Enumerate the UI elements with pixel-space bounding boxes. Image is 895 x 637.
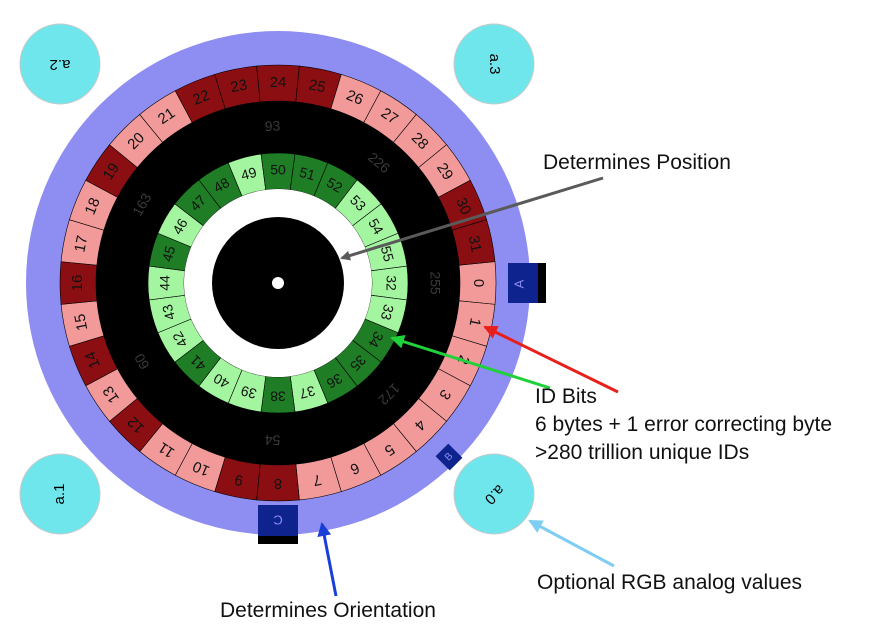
position-arrow [340, 176, 604, 261]
black-band-value-60: 60 [131, 351, 153, 373]
black-band-value-54: 54 [264, 432, 280, 449]
notch-bottom-right: B [435, 443, 463, 471]
outer-bit-label-19: 19 [100, 160, 123, 183]
outer-bit-label-31: 31 [465, 234, 485, 254]
outer-bit-label-21: 21 [155, 105, 178, 128]
inner-bit-label-38: 38 [270, 388, 286, 404]
id-bits-bytes-text: 6 bytes + 1 error correcting byte [535, 413, 833, 436]
inner-bit-label-54: 54 [365, 216, 387, 238]
outer-bit-label-13: 13 [100, 383, 123, 406]
id-bits-red-arrow [483, 325, 619, 394]
inner-bit-label-55: 55 [378, 244, 398, 263]
corner-label-bottom-left: a.1 [51, 484, 68, 505]
inner-bit-label-32: 32 [383, 275, 399, 291]
orientation-arrow [317, 522, 338, 597]
outer-bit-label-23: 23 [229, 76, 249, 96]
outer-bit-label-27: 27 [378, 105, 401, 128]
inner-bit-label-36: 36 [324, 370, 346, 392]
notch-right: A [508, 263, 546, 303]
notch-label-bottom: C [273, 513, 282, 528]
inner-bit-label-33: 33 [378, 303, 398, 322]
outer-bit-label-0: 0 [470, 279, 487, 287]
notch-label-right: A [511, 279, 526, 288]
outer-bit-label-29: 29 [433, 160, 456, 183]
notch-bottom: C [258, 505, 298, 544]
outer-bit-label-8: 8 [274, 475, 282, 492]
id-bits-unique-text: >280 trillion unique IDs [535, 441, 750, 464]
inner-bit-label-37: 37 [298, 383, 317, 403]
inner-bit-label-34: 34 [365, 329, 387, 351]
corner-circle-bottom-left: a.1 [19, 453, 101, 535]
outer-bit-label-25: 25 [307, 76, 327, 96]
outer-bit-label-7: 7 [311, 471, 322, 489]
black-band-value-93: 93 [264, 118, 280, 135]
outer-bit-label-17: 17 [71, 234, 91, 254]
inner-bit-label-44: 44 [157, 275, 173, 291]
determines-position-label: Determines Position [543, 151, 731, 174]
inner-bit-label-43: 43 [159, 303, 179, 322]
inner-bit-label-40: 40 [210, 370, 232, 392]
inner-bit-label-49: 49 [239, 164, 258, 184]
corner-label-top-left: a.2 [50, 56, 71, 73]
position-center-dot [272, 277, 284, 289]
inner-bit-label-42: 42 [169, 329, 191, 351]
corner-label-top-right: a.3 [486, 54, 503, 75]
outer-bit-label-16: 16 [69, 275, 86, 292]
black-band-value-255: 255 [427, 271, 443, 295]
outer-bit-label-9: 9 [233, 471, 244, 489]
outer-bit-label-15: 15 [71, 312, 91, 332]
id-bits-green-arrow [390, 334, 551, 390]
corner-circle-top-left: a.2 [19, 23, 101, 105]
outer-bit-label-22: 22 [190, 87, 212, 109]
outer-bit-label-1: 1 [466, 316, 484, 327]
rgb-values-label: Optional RGB analog values [537, 571, 802, 594]
outer-bit-label-10: 10 [190, 457, 212, 479]
outer-bit-label-24: 24 [270, 74, 287, 91]
corner-circle-top-right: a.3 [453, 23, 535, 105]
outer-bit-label-26: 26 [344, 87, 366, 109]
determines-orientation-label: Determines Orientation [220, 599, 436, 622]
inner-bit-label-50: 50 [270, 162, 286, 178]
outer-bit-label-30: 30 [452, 195, 474, 217]
id-bits-title: ID Bits [535, 385, 597, 408]
inner-bit-label-52: 52 [324, 174, 346, 196]
rgb-arrow [528, 519, 615, 568]
outer-bit-label-18: 18 [82, 195, 104, 217]
corner-circle-bottom-right: a.0 [453, 453, 535, 535]
inner-bit-label-39: 39 [239, 383, 258, 403]
inner-bit-label-46: 46 [169, 215, 191, 237]
outer-bit-label-14: 14 [82, 349, 104, 371]
inner-bit-label-48: 48 [211, 174, 233, 196]
inner-bit-label-45: 45 [159, 244, 179, 263]
inner-bit-label-51: 51 [298, 164, 317, 184]
